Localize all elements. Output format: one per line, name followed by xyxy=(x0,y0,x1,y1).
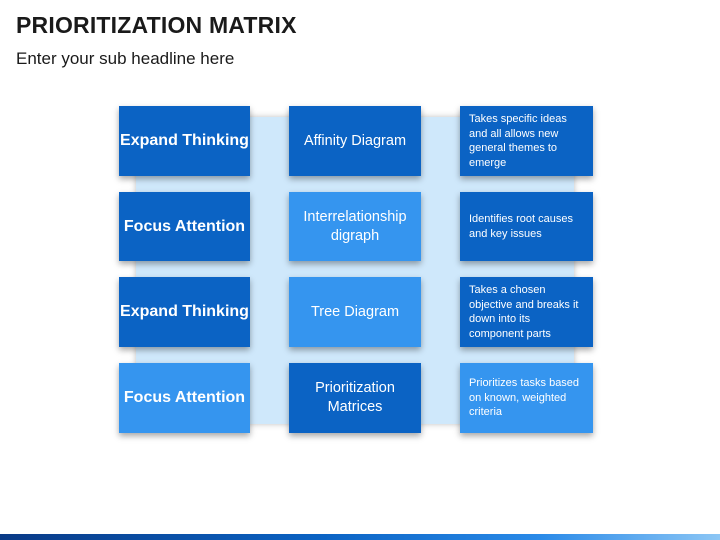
mode-cell-row-1: Expand Thinking xyxy=(119,106,250,176)
page-title: PRIORITIZATION MATRIX xyxy=(16,12,297,38)
description-cell-row-3: Takes a chosen objective and breaks it d… xyxy=(460,277,593,347)
mode-cell-row-4: Focus Attention xyxy=(119,363,250,433)
description-cell-row-4: Prioritizes tasks based on known, weight… xyxy=(460,363,593,433)
mode-cell-row-2: Focus Attention xyxy=(119,192,250,261)
mode-cell-row-3: Expand Thinking xyxy=(119,277,250,347)
tool-cell-row-4: Prioritization Matrices xyxy=(289,363,421,433)
description-cell-row-1: Takes specific ideas and all allows new … xyxy=(460,106,593,176)
tool-cell-row-3: Tree Diagram xyxy=(289,277,421,347)
footer-gradient-bar xyxy=(0,534,720,540)
page-subtitle: Enter your sub headline here xyxy=(16,49,235,68)
tool-cell-row-2: Interrelationship digraph xyxy=(289,192,421,261)
tool-cell-row-1: Affinity Diagram xyxy=(289,106,421,176)
description-cell-row-2: Identifies root causes and key issues xyxy=(460,192,593,261)
